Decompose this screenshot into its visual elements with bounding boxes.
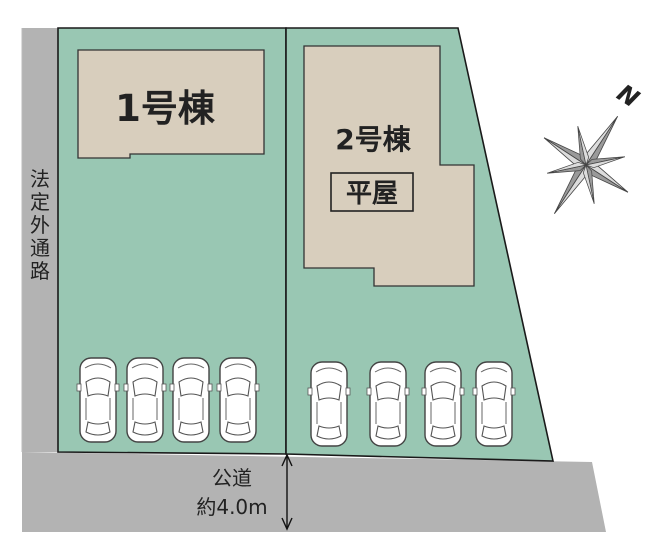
house-2-label: 2号棟: [335, 123, 411, 156]
lot-1-car-4: [216, 357, 260, 443]
public-road-label: 公道: [212, 466, 252, 490]
compass-north-label: N: [612, 79, 644, 113]
house-2: [303, 45, 475, 287]
lot-1-car-3: [169, 357, 213, 443]
side-road-label: 法定外通路: [30, 167, 50, 283]
side-road: [22, 28, 58, 452]
lot-2-car-1: [307, 361, 351, 447]
public-road: [22, 452, 606, 532]
lot-2-car-4: [472, 361, 516, 447]
house-1-label: 1号棟: [115, 87, 216, 130]
road-width-arrow-top: [281, 453, 293, 467]
house-2-badge: 平屋: [346, 179, 398, 209]
house-1: [77, 49, 265, 159]
lot-2-car-2: [366, 361, 410, 447]
public-road-width: 約4.0m: [196, 495, 267, 519]
house-2-badge-frame: [330, 172, 414, 212]
lot-2-car-3: [421, 361, 465, 447]
road-width-arrow-bottom: [281, 517, 293, 531]
lot-1-car-1: [76, 357, 120, 443]
compass-rose-icon: [543, 116, 629, 214]
lot-1-car-2: [123, 357, 167, 443]
